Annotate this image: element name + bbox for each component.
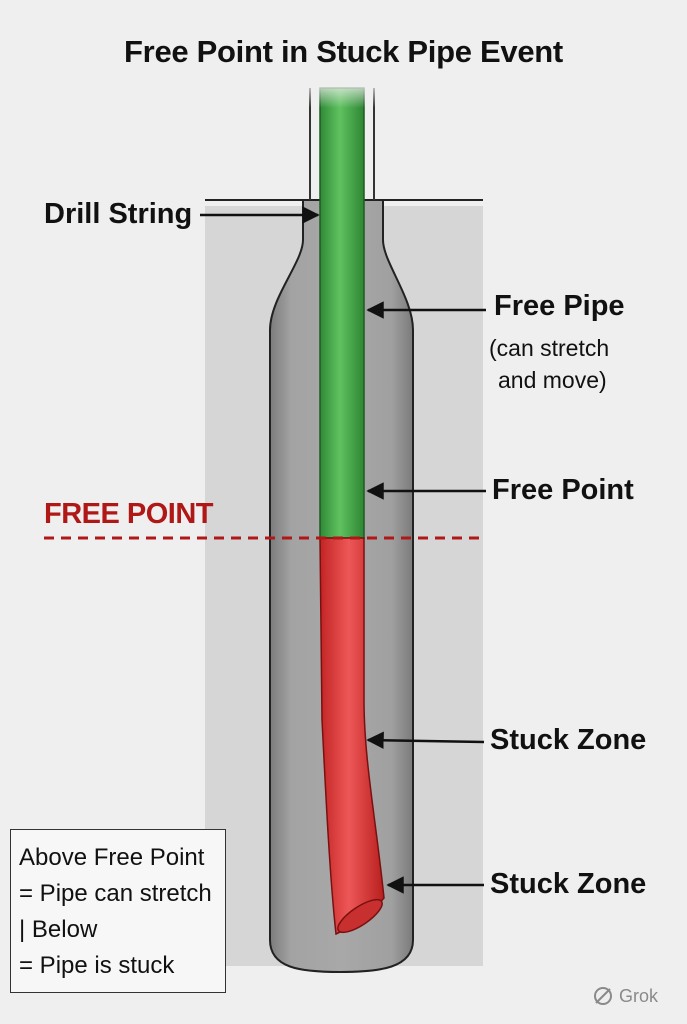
free-pipe [319, 87, 365, 539]
free-point-label: Free Point [492, 474, 634, 506]
pipe-top-fade [300, 80, 384, 108]
legend-line-1: Above Free Point [19, 844, 205, 871]
legend-line-4: = Pipe is stuck [19, 952, 175, 979]
brand-watermark: Grok [592, 985, 658, 1007]
grok-logo-icon [594, 987, 612, 1005]
legend-line-2: = Pipe can stretch [19, 880, 212, 907]
diagram-title: Free Point in Stuck Pipe Event [124, 34, 563, 69]
legend-line-3: | Below [19, 916, 98, 943]
free-pipe-note-line-2: and move) [498, 367, 607, 393]
legend-box: Above Free Point = Pipe can stretch | Be… [10, 829, 226, 993]
drill-string-label: Drill String [44, 198, 193, 230]
free-pipe-label: Free Pipe [494, 290, 625, 322]
stuck-pipe-end [337, 898, 383, 934]
free-pipe-note-line-1: (can stretch [489, 335, 610, 361]
brand-name: Grok [619, 985, 659, 1006]
stuck-zone-label-upper: Stuck Zone [490, 724, 647, 756]
stuck-zone-label-lower: Stuck Zone [490, 868, 647, 900]
stuck-zone-arrow-upper [366, 731, 485, 750]
free-point-marker-text: FREE POINT [44, 498, 214, 530]
